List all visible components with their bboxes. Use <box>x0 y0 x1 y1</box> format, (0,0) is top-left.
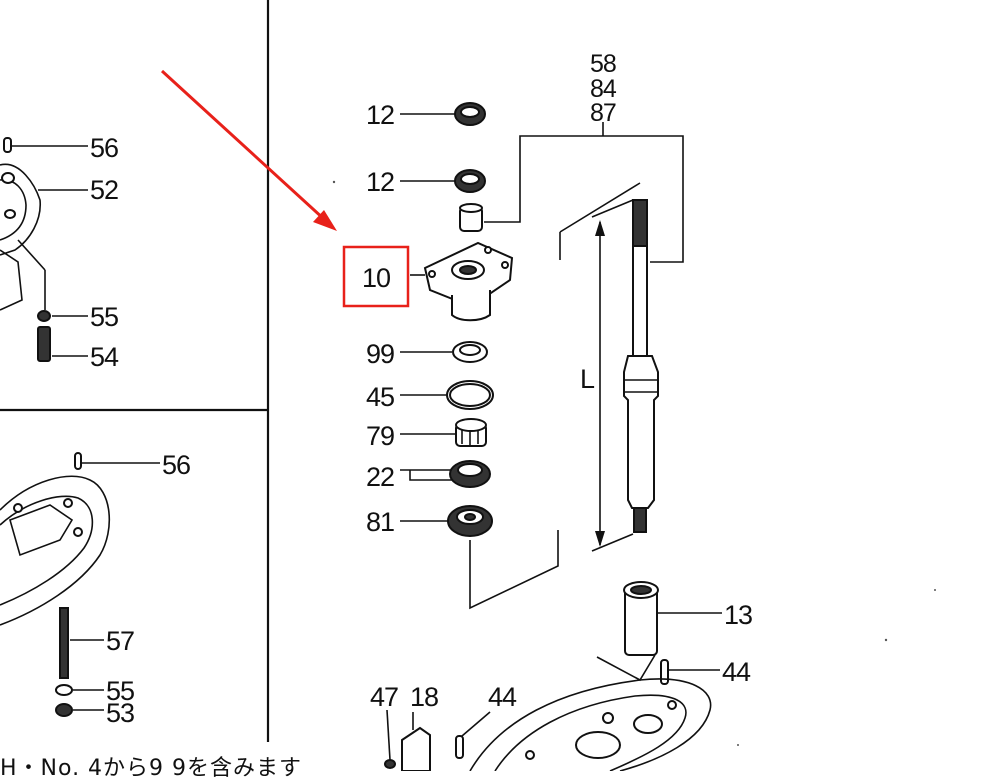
label-44-upper: 44 <box>722 657 751 687</box>
label-47: 47 <box>370 682 398 712</box>
part-12-lower-seal <box>400 169 486 193</box>
label-L: L <box>580 364 595 394</box>
label-56-upper: 56 <box>90 133 118 163</box>
caption-text: H・No. 4から9 9を含みます <box>0 756 303 781</box>
part-12-upper-seal <box>400 102 486 126</box>
label-57: 57 <box>106 626 134 656</box>
part-13-sleeve <box>623 581 722 656</box>
red-arrow <box>160 69 337 231</box>
label-84: 84 <box>590 75 617 103</box>
part-47 <box>384 709 396 769</box>
label-12-upper: 12 <box>366 100 394 130</box>
lower-housing-plate <box>469 654 712 771</box>
label-22: 22 <box>366 462 394 492</box>
label-52: 52 <box>90 175 118 205</box>
lower-inset-plate <box>0 452 160 717</box>
part-99-ring <box>400 341 488 363</box>
label-79: 79 <box>366 421 394 451</box>
part-bushing <box>459 203 483 232</box>
label-87: 87 <box>590 99 616 127</box>
part-44-pin-upper <box>660 659 720 685</box>
label-18: 18 <box>410 682 438 712</box>
part-18-plate <box>401 712 431 771</box>
label-53: 53 <box>106 698 134 728</box>
part-45-oring <box>400 380 494 410</box>
label-13: 13 <box>724 600 752 630</box>
label-56-lower: 56 <box>162 450 190 480</box>
dimension-L <box>559 182 641 552</box>
part-22-shims <box>400 460 491 488</box>
label-44-lower: 44 <box>488 682 517 712</box>
label-99: 99 <box>366 339 394 369</box>
upper-inset-housing <box>0 137 88 362</box>
label-12-lower: 12 <box>366 167 394 197</box>
label-58: 58 <box>590 50 616 78</box>
label-45: 45 <box>366 382 394 412</box>
part-10-housing <box>410 241 514 322</box>
highlight-box <box>342 245 410 308</box>
part-44-pin-lower <box>455 711 491 759</box>
label-10: 10 <box>362 263 390 293</box>
label-54: 54 <box>90 342 119 372</box>
bearing-bracket <box>469 530 559 610</box>
label-81: 81 <box>366 507 394 537</box>
label-55-upper: 55 <box>90 302 118 332</box>
shaft-group-bracket <box>484 122 684 263</box>
part-79-bearing <box>400 418 487 447</box>
driveshaft <box>623 199 659 533</box>
label-55-lower: 55 <box>106 676 134 706</box>
part-81-bearing <box>400 505 493 537</box>
inset-panels <box>0 0 270 742</box>
